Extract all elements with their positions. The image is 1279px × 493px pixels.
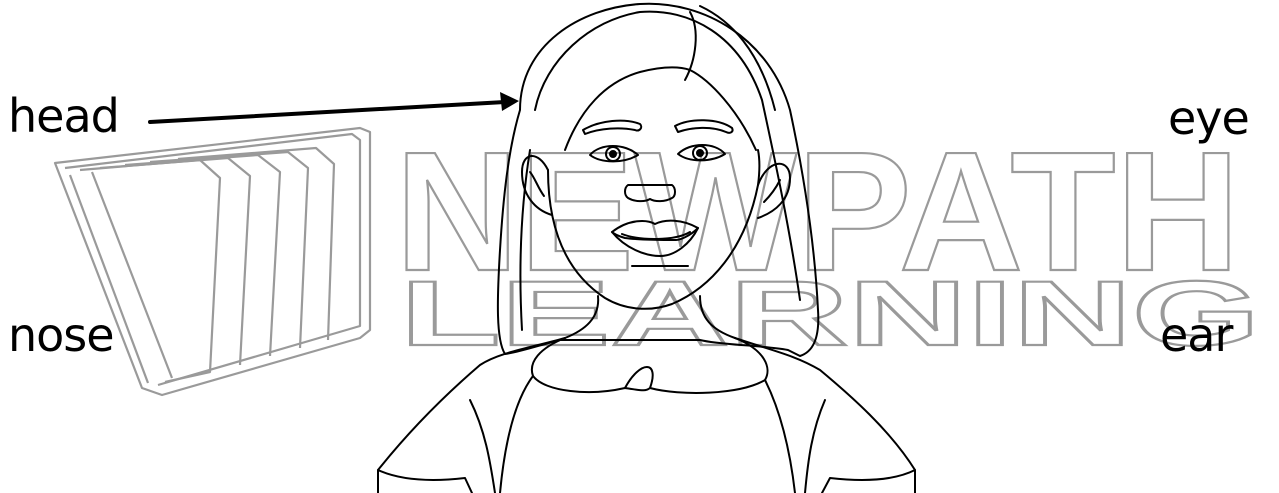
left-torso	[500, 376, 533, 493]
watermark-text: NEWPATH LEARNING	[395, 117, 1260, 365]
watermark-line2: LEARNING	[400, 263, 1260, 365]
left-arm-line	[470, 400, 495, 493]
right-arm-line	[805, 400, 825, 493]
left-sleeve	[378, 470, 472, 493]
right-torso	[765, 380, 795, 493]
label-nose[interactable]: nose	[8, 312, 114, 358]
label-head[interactable]: head	[8, 93, 119, 139]
right-sleeve	[822, 470, 915, 493]
label-ear[interactable]: ear	[1160, 312, 1232, 358]
label-eye[interactable]: eye	[1168, 95, 1249, 141]
